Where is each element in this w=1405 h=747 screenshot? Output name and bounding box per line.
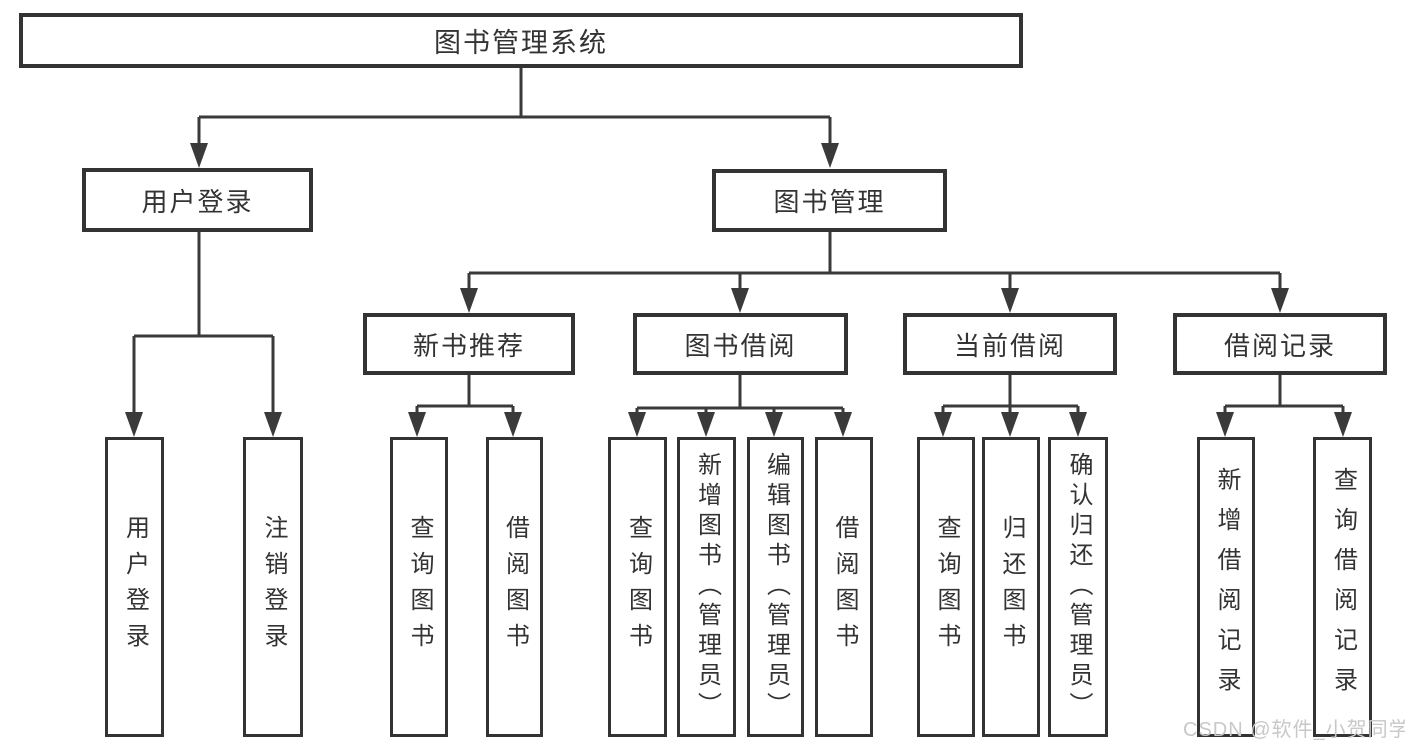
node-book-management: 图书管理 [712,169,947,232]
leaf-query-books-recommend-label: 查询图书 [406,515,433,659]
node-borrowing-records: 借阅记录 [1173,313,1387,375]
leaf-borrow-books-borrowing: 借阅图书 [815,437,873,737]
leaf-user-login-label: 用户登录 [121,515,149,659]
leaf-query-books-borrowing-label: 查询图书 [624,515,652,659]
leaf-query-borrow-record-label: 查询借阅记录 [1329,467,1357,707]
leaf-confirm-return-admin-label: 确认归还（管理员） [1065,452,1092,722]
leaf-add-borrow-record-label: 新增借阅记录 [1213,467,1240,707]
node-new-book-recommend: 新书推荐 [363,313,575,375]
node-user-login: 用户登录 [82,168,313,232]
leaf-confirm-return-admin: 确认归还（管理员） [1048,437,1108,737]
node-root: 图书管理系统 [19,13,1023,68]
leaf-user-login: 用户登录 [105,437,164,737]
leaf-return-books-label: 归还图书 [998,515,1025,659]
leaf-add-borrow-record: 新增借阅记录 [1197,437,1255,737]
leaf-add-books-admin: 新增图书（管理员） [677,437,736,737]
leaf-edit-books-admin: 编辑图书（管理员） [747,437,804,737]
leaf-edit-books-admin-label: 编辑图书（管理员） [762,452,790,722]
leaf-logout-login-label: 注销登录 [260,515,287,659]
leaf-logout-login: 注销登录 [243,437,303,737]
watermark: CSDN @软件_小贺同学 [1183,719,1405,741]
leaf-borrow-books-borrowing-label: 借阅图书 [831,515,858,659]
leaf-query-borrow-record: 查询借阅记录 [1313,437,1372,737]
leaf-query-books-current: 查询图书 [917,437,975,737]
leaf-return-books: 归还图书 [982,437,1040,737]
leaf-query-books-recommend: 查询图书 [390,437,448,737]
node-book-borrowing: 图书借阅 [633,313,848,375]
leaf-add-books-admin-label: 新增图书（管理员） [693,452,721,722]
leaf-borrow-books-recommend: 借阅图书 [486,437,543,737]
leaf-query-books-borrowing: 查询图书 [608,437,667,737]
arrowheads [125,143,1352,437]
node-current-borrowing: 当前借阅 [903,313,1117,375]
leaf-borrow-books-recommend-label: 借阅图书 [501,515,529,659]
leaf-query-books-current-label: 查询图书 [933,515,960,659]
